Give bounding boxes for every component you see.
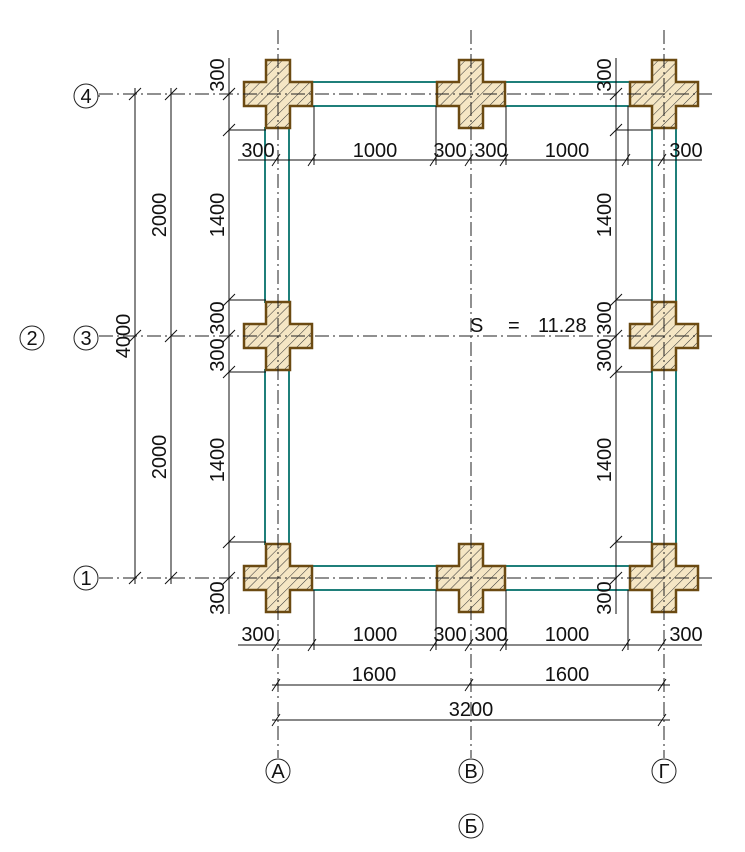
- dim-left-2: 1400: [207, 193, 229, 238]
- dim-left-6: 300: [207, 581, 229, 614]
- dimension-texts-top: 300 1000 300 300 1000 300: [241, 140, 702, 162]
- axis-bubbles: 4 3 1 2 А В Г Б: [19, 83, 677, 839]
- axis-label-V: В: [464, 761, 477, 783]
- dim-right-5: 1400: [594, 438, 616, 483]
- area-equals: =: [508, 315, 520, 337]
- dim-left-span-1: 2000: [149, 193, 171, 238]
- axis-label-G: Г: [659, 761, 670, 783]
- axis-label-A: А: [271, 761, 285, 783]
- dimension-texts-bottom: 300 1000 300 300 1000 300 1600 1600 3200: [241, 624, 702, 721]
- dim-left-total: 4000: [113, 314, 135, 359]
- axis-label-4: 4: [80, 86, 91, 108]
- dim-bottom-2: 1000: [353, 624, 398, 646]
- dim-top-1: 300: [241, 140, 274, 162]
- axis-label-1: 1: [80, 568, 91, 590]
- dim-right-2: 1400: [594, 193, 616, 238]
- dim-left-3: 300: [207, 301, 229, 334]
- dimension-texts-left: 4000 2000 2000 300 1400 300 300 1400 300: [113, 58, 229, 614]
- dim-bottom-span-2: 1600: [545, 664, 590, 686]
- dim-bottom-1: 300: [241, 624, 274, 646]
- dim-right-1: 300: [594, 58, 616, 91]
- dimension-texts-right: 300 1400 300 300 1400 300: [594, 58, 616, 614]
- dim-top-5: 1000: [545, 140, 590, 162]
- dim-bottom-4: 300: [474, 624, 507, 646]
- axis-label-B: Б: [464, 816, 477, 838]
- dim-top-3: 300: [433, 140, 466, 162]
- dim-right-3: 300: [594, 301, 616, 334]
- dim-left-span-2: 2000: [149, 435, 171, 480]
- axis-label-3: 3: [80, 328, 91, 350]
- axis-label-2: 2: [26, 328, 37, 350]
- dimension-lines: [128, 58, 702, 727]
- dim-bottom-span-1: 1600: [352, 664, 397, 686]
- dim-left-5: 1400: [207, 438, 229, 483]
- dim-right-6: 300: [594, 581, 616, 614]
- dim-bottom-total: 3200: [449, 699, 494, 721]
- dim-bottom-6: 300: [669, 624, 702, 646]
- area-value: 11.28: [538, 315, 587, 337]
- dim-top-4: 300: [474, 140, 507, 162]
- area-label: S = 11.28: [470, 315, 587, 337]
- area-symbol: S: [470, 315, 483, 337]
- wall-left-lower: [264, 369, 290, 545]
- dim-bottom-3: 300: [433, 624, 466, 646]
- grid-axes: [99, 30, 712, 758]
- dim-top-2: 1000: [353, 140, 398, 162]
- dim-bottom-5: 1000: [545, 624, 590, 646]
- dim-left-1: 300: [207, 58, 229, 91]
- dim-right-4: 300: [594, 338, 616, 371]
- dim-top-6: 300: [669, 140, 702, 162]
- dim-left-4: 300: [207, 338, 229, 371]
